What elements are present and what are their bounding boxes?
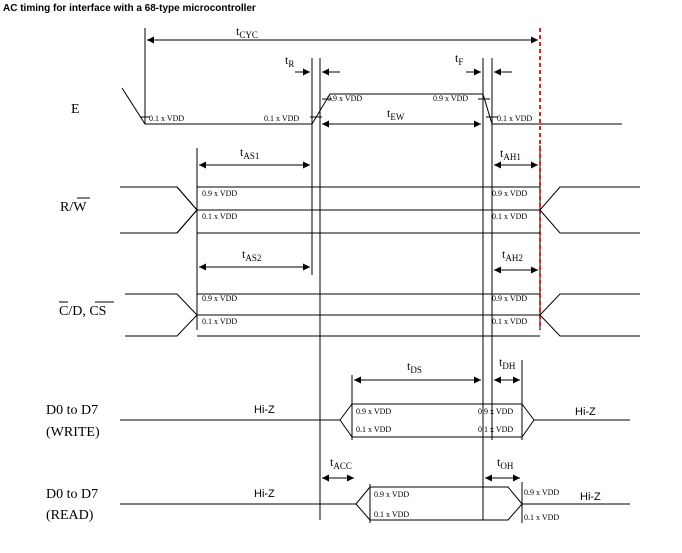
signal-data-read: D0 to D7	[46, 487, 98, 502]
hiz-write-right: Hi-Z	[575, 406, 596, 418]
svg-text:0.1 x VDD: 0.1 x VDD	[492, 212, 527, 221]
svg-text:0.1 x VDD: 0.1 x VDD	[202, 212, 237, 221]
svg-text:0.1 x VDD: 0.1 x VDD	[497, 114, 532, 123]
tas1-label: tAS1	[240, 145, 259, 161]
svg-text:0.1 x VDD: 0.1 x VDD	[202, 317, 237, 326]
signal-data-write: D0 to D7	[46, 403, 98, 418]
svg-text:0.9 x VDD: 0.9 x VDD	[524, 488, 559, 497]
level-labels: 0.1 x VDD 0.1 x VDD 0.9 x VDD 0.9 x VDD …	[149, 94, 559, 522]
svg-text:0.9 x VDD: 0.9 x VDD	[202, 294, 237, 303]
rw-waveform	[120, 186, 640, 234]
hiz-read-left: Hi-Z	[254, 488, 275, 500]
svg-text:0.9 x VDD: 0.9 x VDD	[492, 189, 527, 198]
tdh-label: tDH	[499, 355, 516, 371]
svg-text:0.1 x VDD: 0.1 x VDD	[264, 114, 299, 123]
tah2-label: tAH2	[502, 247, 523, 263]
tacc-label: tACC	[330, 455, 352, 471]
tah1-label: tAH1	[500, 146, 521, 162]
hiz-read-right: Hi-Z	[580, 491, 601, 503]
svg-text:0.9 x VDD: 0.9 x VDD	[356, 407, 391, 416]
svg-text:0.9 x VDD: 0.9 x VDD	[492, 294, 527, 303]
signal-read-mode: (READ)	[46, 508, 94, 523]
signal-cd-cs: C/D, CS	[59, 304, 106, 319]
signal-e: E	[71, 102, 80, 117]
svg-text:0.1 x VDD: 0.1 x VDD	[374, 510, 409, 519]
svg-text:0.1 x VDD: 0.1 x VDD	[478, 425, 513, 434]
reference-lines	[144, 28, 541, 520]
write-waveform	[120, 403, 630, 438]
tas2-label: tAS2	[242, 247, 261, 263]
signal-write-mode: (WRITE)	[46, 425, 100, 440]
diagram-title: AC timing for interface with a 68-type m…	[3, 3, 256, 14]
svg-text:0.9 x VDD: 0.9 x VDD	[433, 94, 468, 103]
toh-label: tOH	[497, 455, 514, 471]
signal-rw: R/W	[60, 200, 87, 215]
tf-label: tF	[455, 51, 463, 67]
svg-text:0.1 x VDD: 0.1 x VDD	[524, 513, 559, 522]
svg-text:0.1 x VDD: 0.1 x VDD	[492, 317, 527, 326]
tr-label: tR	[285, 53, 294, 69]
read-waveform	[120, 482, 630, 523]
hiz-write-left: Hi-Z	[254, 404, 275, 416]
timing-arrows	[147, 36, 538, 482]
svg-text:0.1 x VDD: 0.1 x VDD	[356, 425, 391, 434]
tcyc-label: tCYC	[236, 24, 258, 40]
e-waveform	[121, 87, 622, 125]
tds-label: tDS	[407, 359, 422, 375]
tew-label: tEW	[387, 106, 405, 122]
svg-text:0.9 x VDD: 0.9 x VDD	[478, 407, 513, 416]
svg-text:0.9 x VDD: 0.9 x VDD	[374, 490, 409, 499]
svg-text:0.9 x VDD: 0.9 x VDD	[202, 189, 237, 198]
svg-text:0.9 x VDD: 0.9 x VDD	[327, 94, 362, 103]
cd-waveform	[125, 293, 640, 337]
svg-text:0.1 x VDD: 0.1 x VDD	[149, 114, 184, 123]
